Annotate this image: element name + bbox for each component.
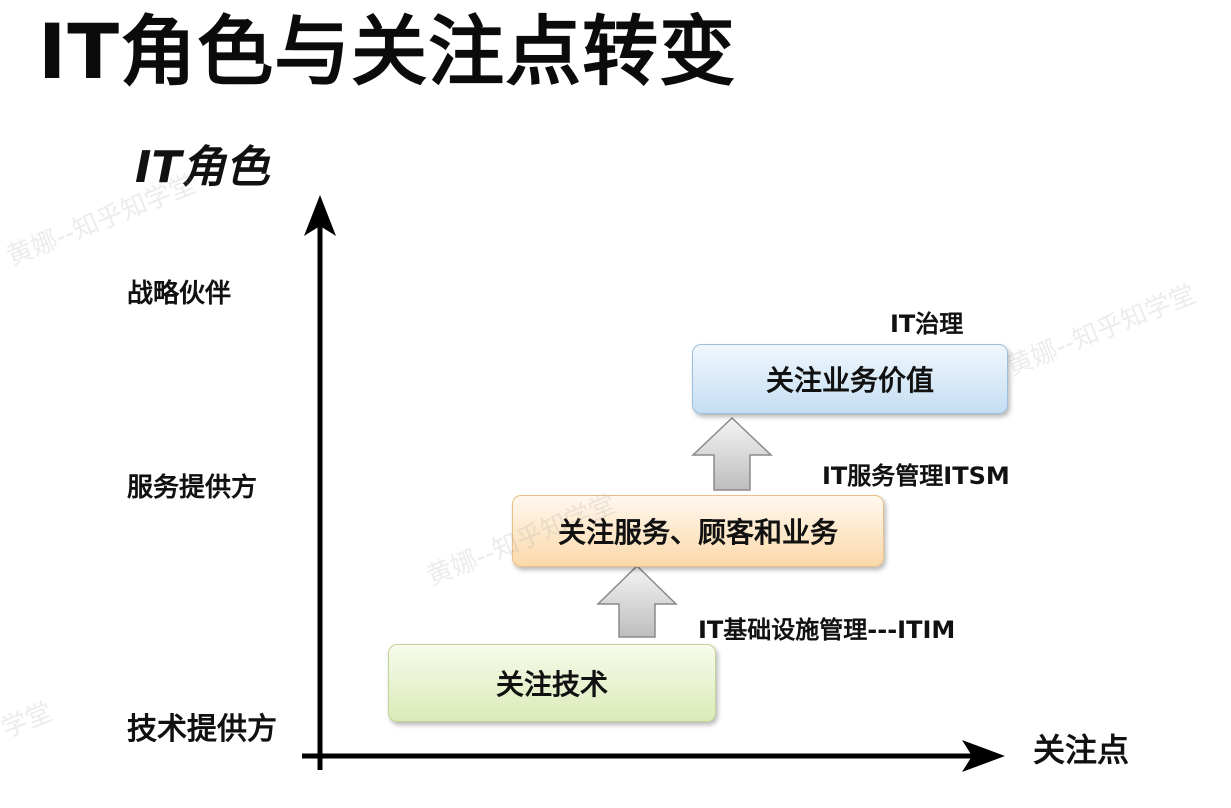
- y-axis-arrowhead: [304, 195, 336, 236]
- role-service-provider: 服务提供方: [127, 473, 258, 503]
- up-arrow-icon: [596, 564, 678, 638]
- page-title: IT角色与关注点转变: [38, 7, 737, 96]
- step-box-service: 关注服务、顾客和业务: [512, 495, 884, 567]
- up-arrow-icon: [691, 416, 773, 491]
- stage-label-it-governance: IT治理: [890, 310, 964, 338]
- role-tech-provider: 技术提供方: [127, 712, 277, 747]
- y-axis-label: IT角色: [135, 142, 270, 193]
- x-axis-arrowhead: [962, 740, 1005, 772]
- stage-label-itsm: IT服务管理ITSM: [822, 462, 1010, 490]
- step-box-business-value: 关注业务价值: [692, 344, 1008, 414]
- step-box-technology: 关注技术: [388, 644, 716, 722]
- x-axis-label: 关注点: [1033, 731, 1130, 769]
- role-strategic-partner: 战略伙伴: [127, 279, 232, 309]
- stage-label-itim: IT基础设施管理---ITIM: [698, 616, 956, 644]
